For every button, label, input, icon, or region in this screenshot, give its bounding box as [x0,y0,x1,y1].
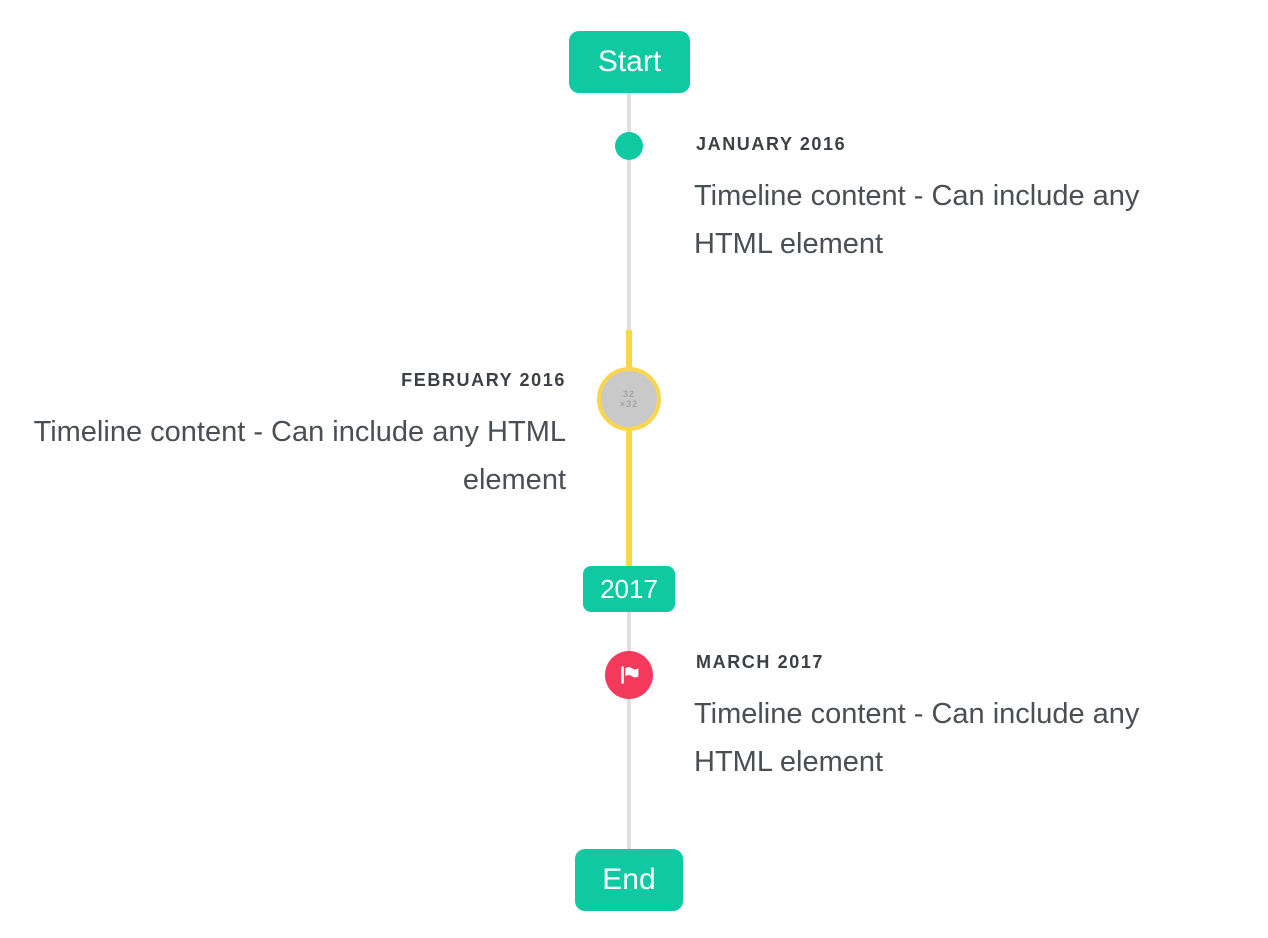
timeline-start-badge: Start [569,31,690,93]
placeholder-line-2: ×32 [619,399,639,409]
timeline-item-content-january-2016: Timeline content - Can include any HTML … [694,180,1140,260]
timeline-item-content-february-2016: Timeline content - Can include any HTML … [33,416,566,496]
timeline-item-title-march-2017: MARCH 2017 [696,652,825,672]
timeline-item-content-march-2017: Timeline content - Can include any HTML … [694,698,1140,778]
placeholder-line-1: 32 [622,389,635,399]
timeline-year-badge: 2017 [583,566,675,612]
timeline-end-badge: End [575,849,683,911]
timeline-dot-marker [615,132,643,160]
timeline-axis-highlight-segment [626,330,632,585]
broken-image-placeholder-icon: 32 ×32 [620,389,638,409]
timeline-image-marker: 32 ×32 [597,367,661,431]
timeline-item-title-january-2016: JANUARY 2016 [696,134,847,154]
flag-icon [617,663,641,687]
timeline-flag-marker [605,651,653,699]
timeline-item-title-february-2016: FEBRUARY 2016 [401,370,566,390]
